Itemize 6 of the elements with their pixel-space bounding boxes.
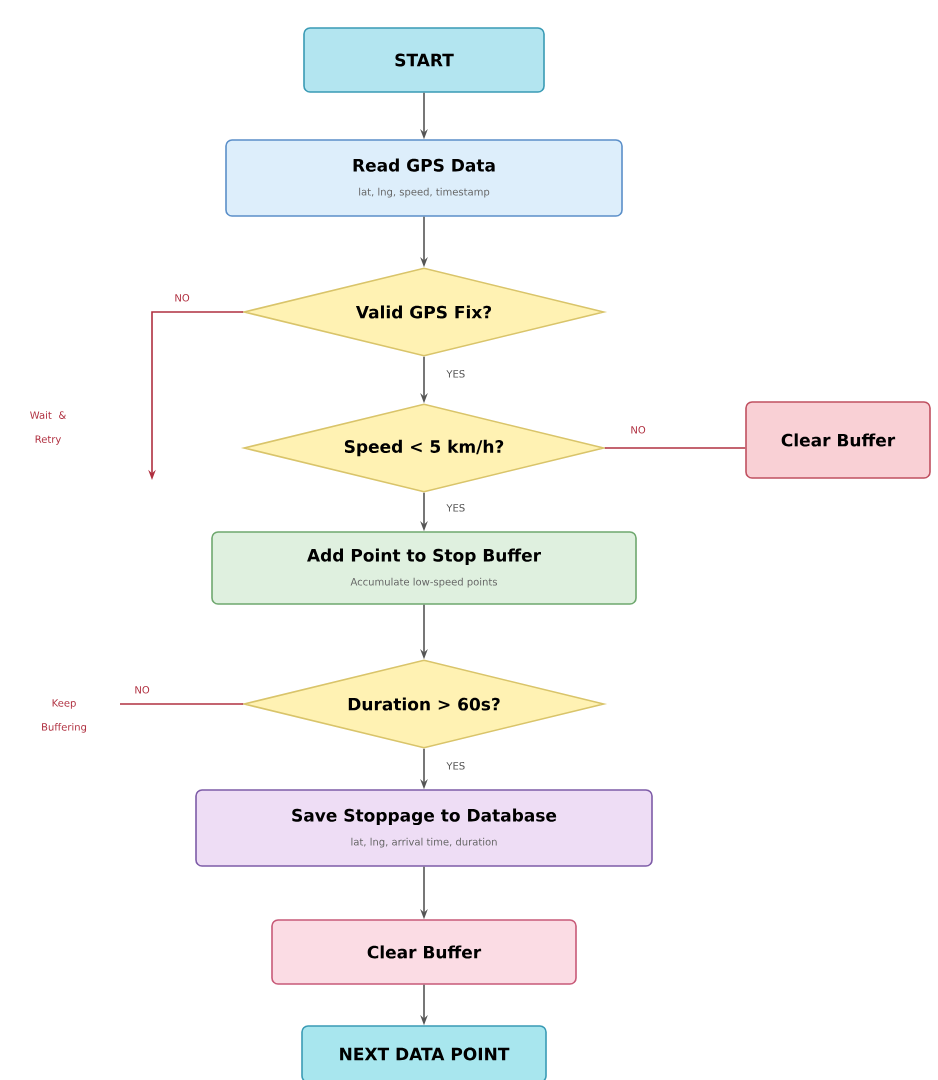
connector-line [604,447,746,449]
connector-line [119,703,244,705]
terminal-box: NEXT DATA POINT [301,1025,547,1080]
process-box: Clear Buffer [745,401,931,479]
terminal-box: START [303,27,545,93]
process-box: Clear Buffer [271,919,577,985]
